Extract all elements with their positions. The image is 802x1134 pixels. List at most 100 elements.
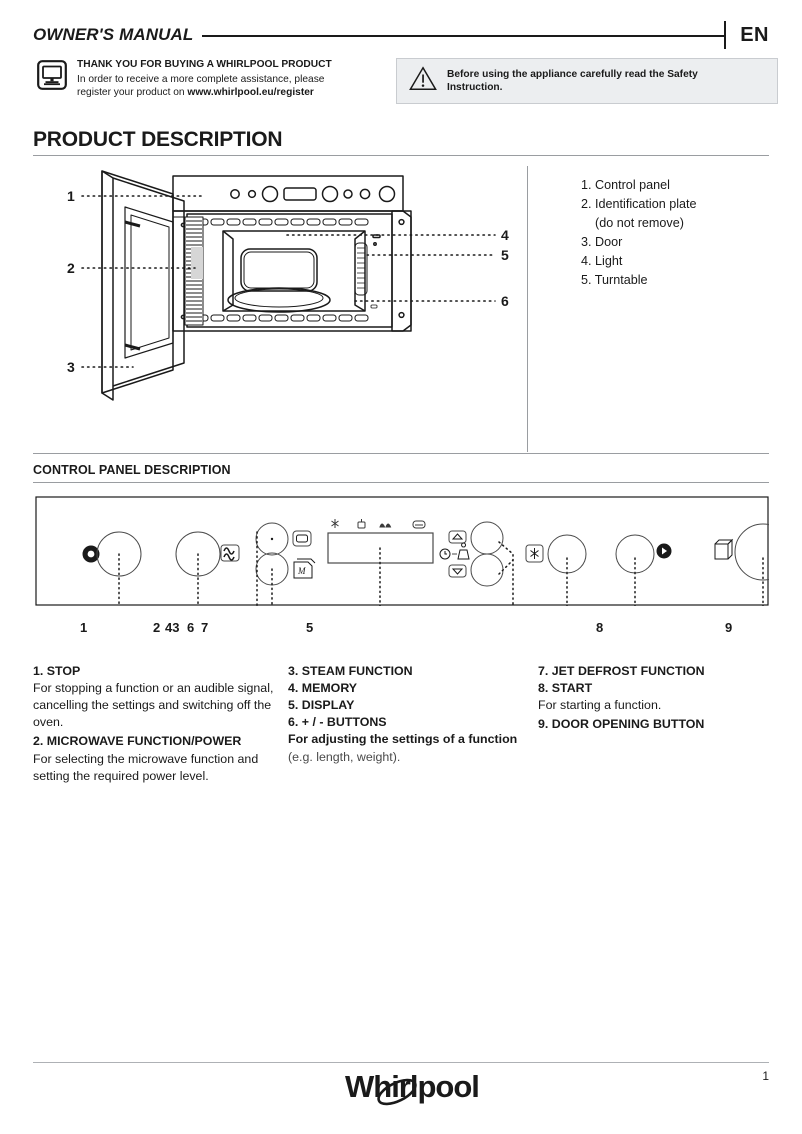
cp-number-2: 2: [153, 620, 161, 635]
stop-knob: [96, 531, 142, 577]
desc-2-head-memory: 4. MEMORY: [288, 681, 358, 696]
part-number-2: 2.: [581, 196, 592, 211]
owners-manual-title: OWNER'S MANUAL: [33, 25, 194, 44]
parts-list-item-1: 1. Control panel: [581, 176, 802, 195]
control-panel-rule-top: [33, 453, 769, 454]
cp-number-5: 5: [306, 620, 314, 635]
part-label-1: Control panel: [595, 177, 670, 192]
register-url: www.whirlpool.eu/register: [187, 87, 314, 99]
plus-arrow-up-icon: [448, 530, 467, 544]
page-header: OWNER'S MANUAL EN: [33, 21, 769, 49]
desc-3-body-start: For starting a function.: [538, 698, 662, 713]
desc-1-head-microwave: 2. MICROWAVE FUNCTION/POWER: [33, 734, 242, 749]
memory-icon: [293, 561, 313, 579]
figure-callout-2: 2: [67, 260, 75, 276]
parts-list-item-4: 4. Light: [581, 252, 802, 271]
svg-text:M: M: [297, 566, 306, 576]
header-end-tick: [724, 21, 727, 49]
figure-callout-1: 1: [67, 188, 75, 204]
door-opening-knob: [734, 523, 769, 581]
parts-list-item-3: 3. Door: [581, 233, 802, 252]
part-number-5: 5.: [581, 273, 592, 288]
safety-line2: Instruction.: [447, 82, 503, 93]
language-code: EN: [740, 23, 769, 46]
part-number-3: 3.: [581, 235, 592, 250]
snowflake-defrost-icon: [331, 519, 339, 528]
clock-weight-icon: [439, 542, 470, 560]
parts-list: 1. Control panel 2. Identification plate…: [541, 176, 802, 291]
desc-3-head-jetdefrost: 7. JET DEFROST FUNCTION: [538, 664, 705, 678]
thank-you-block: THANK YOU FOR BUYING A WHIRLPOOL PRODUCT…: [37, 58, 377, 100]
thank-you-line2: register your product on www.whirlpool.e…: [77, 86, 332, 100]
section-vertical-rule: [527, 166, 528, 452]
desc-2-head-display: 5. DISPLAY: [288, 698, 355, 713]
thank-you-line1: In order to receive a more complete assi…: [77, 73, 325, 85]
product-description-heading: PRODUCT DESCRIPTION: [33, 128, 283, 151]
part-label-3: Door: [595, 235, 623, 250]
footer-rule: [33, 1062, 769, 1063]
cp-number-8: 8: [596, 620, 604, 635]
adjust-knob-upper: [470, 521, 504, 555]
figure-callout-6: 6: [501, 293, 509, 309]
desc-1-body-stop: For stopping a function or an audible si…: [33, 681, 274, 730]
desc-1-body-microwave: For selecting the microwave function and…: [33, 751, 259, 783]
part-label-5: Turntable: [594, 273, 648, 288]
appliance-diagram: 1 2 3 4 5 6: [67, 170, 509, 401]
whirlpool-logo: Whirlpool: [345, 1069, 480, 1106]
figure-callout-4: 4: [501, 227, 509, 243]
parts-list-item-2: 2. Identification plate (do not remove): [581, 195, 802, 233]
register-prefix: register your product on: [77, 87, 188, 99]
parts-list-item-5: 5. Turntable: [581, 271, 802, 290]
control-panel-heading: CONTROL PANEL DESCRIPTION: [33, 463, 231, 477]
desc-1-head-stop: 1. STOP: [33, 664, 81, 678]
cp-number-7: 7: [201, 620, 209, 635]
section-rule-top: [33, 155, 769, 156]
door-opening-icon: [714, 538, 734, 560]
desc-2-head-plusminus: 6. + / - BUTTONS: [288, 715, 387, 730]
monitor-icon: [37, 60, 67, 100]
figure-callout-3: 3: [67, 359, 75, 375]
jet-defrost-icon: [525, 544, 544, 563]
header-divider-rule: [202, 35, 725, 37]
desc-2-body-plusminus: For adjusting the settings of a function…: [288, 731, 528, 765]
part-label-2: Identification plate: [595, 196, 697, 211]
page-number: 1: [762, 1069, 769, 1083]
cp-number-1: 1: [80, 620, 88, 635]
steam-function-knob: [255, 522, 289, 556]
description-column-3: 7. JET DEFROST FUNCTION 8. START For sta…: [538, 663, 778, 733]
display-panel: [327, 519, 434, 564]
control-panel-diagram: M: [35, 496, 769, 606]
steam-function-icon: [292, 530, 312, 547]
safety-notice-text: Before using the appliance carefully rea…: [447, 68, 698, 95]
cp-number-6: 6: [187, 620, 195, 635]
desc-3-head-start: 8. START: [538, 681, 593, 696]
adjust-knob-lower: [470, 553, 504, 587]
control-panel-frame: [35, 496, 769, 606]
plate-cover-icon: [412, 520, 426, 529]
control-panel-number-labels: 1 2 43 6 7 5 8 9: [35, 620, 769, 640]
safety-line1: Before using the appliance carefully rea…: [447, 68, 698, 80]
microwave-power-icon: [220, 544, 240, 562]
part-label-4: Light: [595, 254, 623, 269]
minus-arrow-down-icon: [448, 564, 467, 578]
description-column-2: 3. STEAM FUNCTION 4. MEMORY 5. DISPLAY 6…: [288, 663, 528, 768]
part-number-4: 4.: [581, 254, 592, 269]
grill-microwave-icon: [379, 523, 392, 528]
microwave-power-knob: [175, 531, 221, 577]
safety-notice-box: Before using the appliance carefully rea…: [396, 58, 778, 104]
desc-2-body-bold: For adjusting the settings of a function: [288, 732, 518, 747]
cp-number-9: 9: [725, 620, 733, 635]
thank-you-title: THANK YOU FOR BUYING A WHIRLPOOL PRODUCT: [77, 59, 332, 70]
warning-triangle-icon: [409, 66, 437, 96]
desc-2-body-muted: (e.g. length, weight).: [288, 749, 401, 764]
steam-jug-icon: [357, 519, 366, 529]
part-sublabel-2: (do not remove): [595, 215, 684, 230]
control-panel-rule-bottom: [33, 482, 769, 483]
thank-you-text: THANK YOU FOR BUYING A WHIRLPOOL PRODUCT…: [77, 58, 332, 100]
svg-text:Whirlpool: Whirlpool: [345, 1069, 479, 1104]
desc-2-head-steam: 3. STEAM FUNCTION: [288, 664, 413, 678]
desc-3-head-dooropening: 9. DOOR OPENING BUTTON: [538, 717, 705, 732]
description-column-1: 1. STOP For stopping a function or an au…: [33, 663, 278, 787]
cp-number-43: 43: [165, 620, 180, 635]
part-number-1: 1.: [581, 177, 592, 192]
